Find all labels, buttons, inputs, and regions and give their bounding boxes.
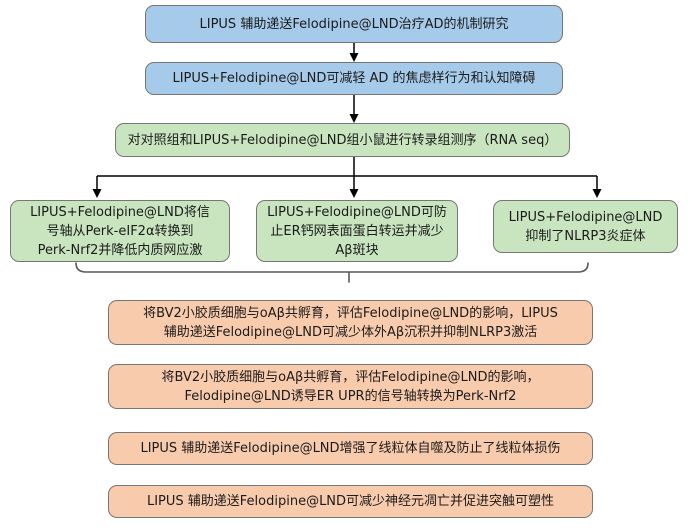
arrowhead (592, 189, 602, 198)
node-bv2-invitro: 将BV2小胶质细胞与oAβ共孵育，评估Felodipine@LND的影响，LIP… (108, 300, 593, 345)
node-title: LIPUS 辅助递送Felodipine@LND治疗AD的机制研究 (145, 5, 563, 43)
arrowhead (92, 189, 102, 198)
arrowhead (349, 189, 359, 198)
node-er-transport: LIPUS+Felodipine@LND可防 止ER钙网表面蛋白转运并减少 Aβ… (256, 200, 458, 262)
node-mitophagy: LIPUS 辅助递送Felodipine@LND增强了线粒体自噬及防止了线粒体损… (108, 432, 593, 465)
arrowhead (349, 114, 359, 123)
node-perk-axis: LIPUS+Felodipine@LND将信 号轴从Perk-eIF2α转换到 … (10, 200, 230, 262)
gather-bracket (75, 262, 589, 273)
node-rnaseq: 对对照组和LIPUS+Felodipine@LND组小鼠进行转录组测序（RNA … (115, 123, 570, 157)
node-nlrp3: LIPUS+Felodipine@LND 抑制了NLRP3炎症体 (493, 200, 678, 253)
arrowhead (349, 53, 359, 62)
node-apoptosis: LIPUS 辅助递送Felodipine@LND可减少神经元凋亡并促进突触可塑性 (108, 485, 593, 518)
node-behavior: LIPUS+Felodipine@LND可减轻 AD 的焦虑样行为和认知障碍 (145, 62, 563, 95)
node-bv2-upr: 将BV2小胶质细胞与oAβ共孵育，评估Felodipine@LND的影响， Fe… (108, 364, 593, 409)
